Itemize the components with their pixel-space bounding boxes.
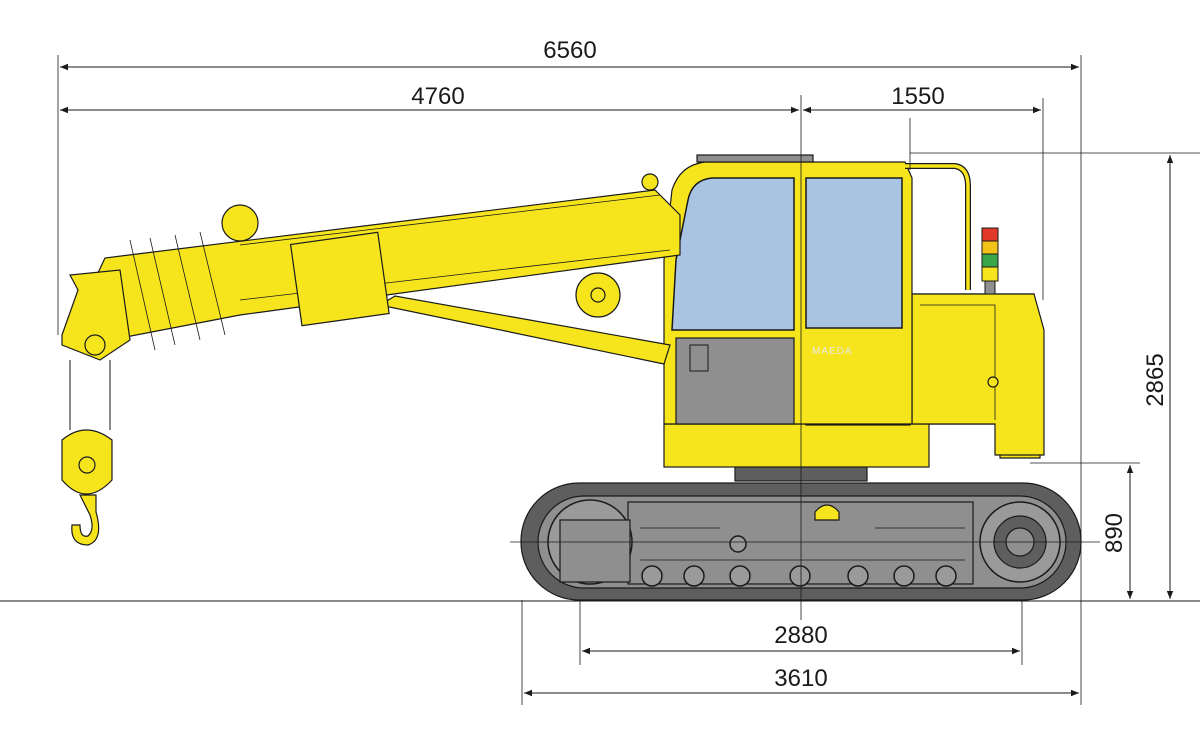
- dim-track-length: 3610: [774, 665, 827, 692]
- dim-boom-to-center: 4760: [411, 83, 464, 110]
- maker-label: MAEDA: [812, 346, 853, 357]
- hook-block: [61, 360, 113, 546]
- dim-tumbler-distance: 2880: [774, 622, 827, 649]
- warning-beacon: [981, 227, 999, 295]
- dim-overall-length: 6560: [543, 37, 596, 64]
- cab-side-window: [805, 177, 903, 329]
- upper-body: [663, 154, 1045, 468]
- dim-center-to-rear: 1550: [891, 83, 944, 110]
- track-rollers: [641, 565, 957, 587]
- model-label: MC405: [812, 360, 835, 367]
- extension-lines: [57, 55, 1200, 705]
- dim-track-height: 890: [1101, 513, 1128, 553]
- derricking-cylinder: [289, 231, 671, 365]
- cab-front-window: [671, 177, 795, 331]
- dim-overall-height: 2865: [1142, 353, 1169, 406]
- engine-hood: [911, 293, 1045, 456]
